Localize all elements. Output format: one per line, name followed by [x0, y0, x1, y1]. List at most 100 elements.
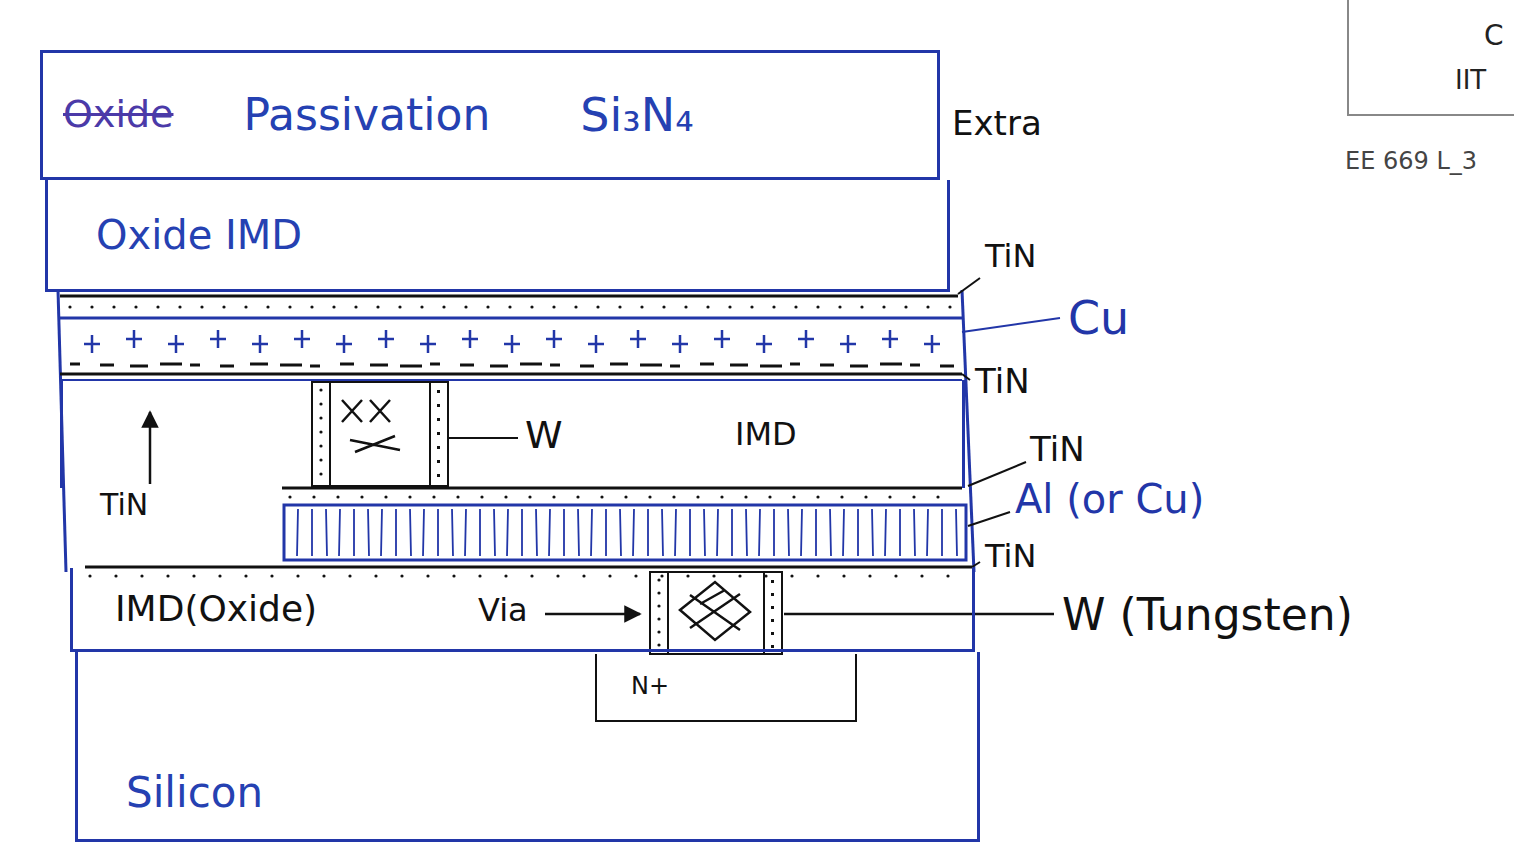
- tin-dots: [218, 574, 221, 577]
- plug-callout-holder: W (Tungsten): [1062, 590, 1353, 641]
- tin-dots: [528, 495, 531, 498]
- tin-dots: [864, 495, 867, 498]
- tin-dashes: [70, 364, 954, 366]
- imd-layer: IMD: [60, 380, 965, 488]
- tin-dots: [750, 305, 753, 308]
- plug-liner: [319, 472, 322, 475]
- tin-dots: [432, 495, 435, 498]
- tin-dots: [384, 495, 387, 498]
- via-callout: Via: [478, 591, 528, 629]
- tin-dots: [648, 495, 651, 498]
- tin-dots: [596, 305, 599, 308]
- leader-line: [972, 562, 980, 567]
- tin-dashes: [70, 364, 954, 366]
- plug-liner: [771, 632, 774, 635]
- tin-dots: [68, 305, 71, 308]
- tin-dots: [912, 495, 915, 498]
- layer-callout-holder: Cu: [1068, 292, 1129, 345]
- layer-callout-holder: TiN: [1030, 430, 1085, 469]
- tin-dots: [114, 574, 117, 577]
- tin-dots: [608, 574, 611, 577]
- tin-dots: [508, 305, 511, 308]
- tin-dots: [420, 305, 423, 308]
- layer-callout: Cu: [1068, 291, 1129, 345]
- leader-line: [149, 412, 152, 484]
- tin-dots: [882, 305, 885, 308]
- tin-dots: [894, 574, 897, 577]
- logo-text: C: [1484, 19, 1504, 52]
- cu-pattern: [84, 330, 940, 353]
- tin-dots: [88, 574, 949, 577]
- layer-formula: Si₃N₄: [580, 89, 693, 142]
- side-note: Extra: [952, 103, 1042, 143]
- tin-dots: [354, 305, 357, 308]
- tin-dots: [456, 495, 459, 498]
- tin-dots: [442, 305, 445, 308]
- tin-dots: [840, 495, 843, 498]
- tin-dots: [552, 495, 555, 498]
- layer-callout-holder: TiN: [985, 538, 1036, 575]
- plug-liner: [657, 578, 774, 648]
- tin-dots: [360, 495, 363, 498]
- tin-dots: [744, 495, 747, 498]
- cu-pattern: [84, 330, 940, 353]
- layer-callout: TiN: [985, 237, 1036, 275]
- tin-dots: [946, 574, 949, 577]
- al-layer: [284, 505, 966, 560]
- tin-dots: [68, 305, 951, 308]
- passivation-layer: Oxide Passivation Si₃N₄: [40, 50, 940, 180]
- layer-name: IMD: [735, 416, 797, 453]
- tin-dots: [192, 574, 195, 577]
- layer-name: Passivation: [243, 90, 490, 141]
- tin-dots: [296, 574, 299, 577]
- layer-callout: Al (or Cu): [1015, 476, 1204, 522]
- tin-dots: [794, 305, 797, 308]
- tin-dots: [552, 305, 555, 308]
- tin-dots: [312, 495, 315, 498]
- tin-dots: [288, 495, 291, 498]
- al-hatch: [297, 509, 957, 556]
- layer-name: Oxide IMD: [96, 212, 302, 258]
- tin-dots: [926, 305, 929, 308]
- plug-liner: [319, 388, 440, 477]
- tin-dots: [88, 574, 91, 577]
- logo-text: IIT: [1455, 65, 1486, 95]
- leader-line: [968, 512, 1010, 526]
- layer-name: IMD(Oxide): [115, 588, 317, 629]
- n-plus-region: N+: [595, 654, 857, 722]
- tin-dots: [792, 495, 795, 498]
- tin-dots: [486, 305, 489, 308]
- tin-dots: [398, 305, 401, 308]
- tin-dots: [200, 305, 203, 308]
- tin-dots: [684, 305, 687, 308]
- plug-liner: [657, 578, 660, 581]
- tin-dots: [310, 305, 313, 308]
- tin-dots: [178, 305, 181, 308]
- plug-liner: [771, 593, 774, 596]
- tin-dots: [452, 574, 455, 577]
- tin-dots: [868, 574, 871, 577]
- side-note-holder: Extra: [952, 104, 1042, 143]
- struck-word: Oxide: [63, 93, 173, 137]
- tin-dots: [790, 574, 793, 577]
- leader-line: [962, 318, 1060, 332]
- leader-line: [448, 437, 518, 439]
- tin-dots: [504, 574, 507, 577]
- leader-line: [784, 613, 1054, 616]
- tin-dots: [582, 574, 585, 577]
- logo-text-holder: IIT: [1455, 66, 1486, 96]
- plug-liner: [319, 388, 322, 391]
- plug-liner: [437, 390, 440, 393]
- layer-callout-holder: TiN: [100, 488, 148, 523]
- tin-layer: [282, 487, 962, 490]
- layer-callout: TiN: [100, 487, 148, 522]
- plug-callout: W: [525, 413, 563, 457]
- tin-dots: [166, 574, 169, 577]
- plug-liner: [437, 404, 440, 407]
- tin-dots: [838, 305, 841, 308]
- tin-dots: [288, 495, 939, 498]
- tin-dots: [738, 574, 741, 577]
- logo-text-holder: C: [1484, 20, 1504, 52]
- course-code: EE 669 L_3: [1345, 147, 1477, 175]
- tin-dots: [948, 305, 951, 308]
